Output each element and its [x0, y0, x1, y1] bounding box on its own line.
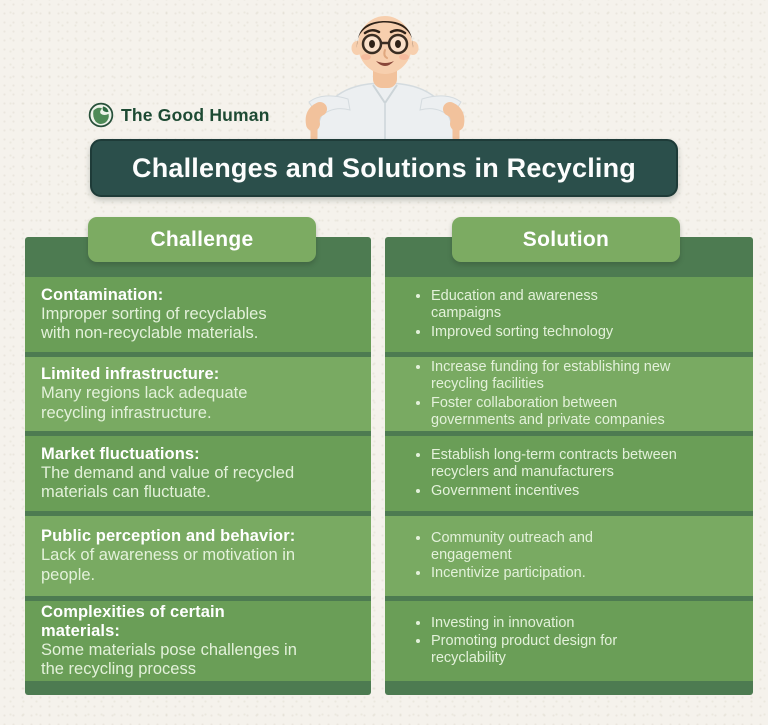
solution-item: Education and awareness campaigns — [431, 288, 739, 322]
solution-list: Community outreach and engagement Incent… — [385, 529, 739, 583]
challenge-title: Public perception and behavior: — [41, 527, 296, 546]
solution-row-perception: Community outreach and engagement Incent… — [385, 516, 753, 596]
solution-item: Investing in innovation — [431, 615, 739, 632]
solution-item: Establish long-term contracts between re… — [431, 447, 739, 481]
nose — [383, 49, 388, 59]
solution-item: Government incentives — [431, 483, 739, 500]
challenge-title: Contamination: — [41, 285, 164, 304]
challenge-title: Limited infrastructure: — [41, 365, 220, 384]
solution-item: Promoting product design for recyclabili… — [431, 633, 739, 667]
title-banner: Challenges and Solutions in Recycling — [90, 139, 678, 197]
brand-logo: The Good Human — [88, 102, 270, 128]
solution-item: Foster collaboration between governments… — [431, 395, 739, 429]
challenge-column: Contamination: Improper sorting of recyc… — [25, 237, 371, 695]
solution-list: Establish long-term contracts between re… — [385, 446, 739, 500]
solution-row-complexities: Investing in innovation Promoting produc… — [385, 601, 753, 681]
challenge-row-contamination: Contamination: Improper sorting of recyc… — [25, 277, 371, 352]
eyebrow — [389, 29, 407, 35]
solution-row-contamination: Education and awareness campaigns Improv… — [385, 277, 753, 352]
page-title: Challenges and Solutions in Recycling — [132, 152, 636, 183]
solution-item: Increase funding for establishing new re… — [431, 359, 739, 393]
challenge-body: Many regions lack adequate recycling inf… — [41, 384, 248, 422]
blush — [399, 54, 409, 60]
challenge-title: Complexities of certain materials: — [41, 602, 225, 640]
challenge-header-badge: Challenge — [88, 217, 316, 262]
challenge-row-infrastructure: Limited infrastructure: Many regions lac… — [25, 357, 371, 431]
mouth — [376, 61, 394, 66]
solution-list: Investing in innovation Promoting produc… — [385, 614, 739, 668]
challenge-header-label: Challenge — [150, 227, 254, 251]
solution-item: Community outreach and engagement — [431, 530, 739, 564]
solution-row-infrastructure: Increase funding for establishing new re… — [385, 357, 753, 431]
challenge-body: Some materials pose challenges in the re… — [41, 641, 297, 679]
challenge-title: Market fluctuations: — [41, 444, 200, 463]
eyebrow — [363, 29, 381, 35]
globe-leaf-icon — [88, 102, 114, 128]
brand-name: The Good Human — [121, 104, 270, 125]
challenge-row-market: Market fluctuations: The demand and valu… — [25, 436, 371, 511]
challenge-row-perception: Public perception and behavior: Lack of … — [25, 516, 371, 596]
eye — [369, 40, 375, 48]
solution-header-badge: Solution — [452, 217, 680, 262]
eye — [395, 40, 401, 48]
challenge-body: The demand and value of recycled materia… — [41, 463, 295, 502]
solution-item: Improved sorting technology — [431, 324, 739, 341]
solution-list: Increase funding for establishing new re… — [385, 358, 739, 429]
challenge-body: Improper sorting of recyclables with non… — [41, 304, 267, 343]
solution-column: Education and awareness campaigns Improv… — [385, 237, 753, 695]
man-pointing-down-illustration — [305, 16, 465, 142]
challenge-row-complexities: Complexities of certain materials: Some … — [25, 601, 371, 681]
solution-header-label: Solution — [522, 227, 610, 251]
blush — [361, 54, 371, 60]
solution-item: Incentivize participation. — [431, 565, 739, 582]
solution-row-market: Establish long-term contracts between re… — [385, 436, 753, 511]
solution-list: Education and awareness campaigns Improv… — [385, 287, 739, 341]
challenge-body: Lack of awareness or motivation in peopl… — [41, 546, 296, 584]
